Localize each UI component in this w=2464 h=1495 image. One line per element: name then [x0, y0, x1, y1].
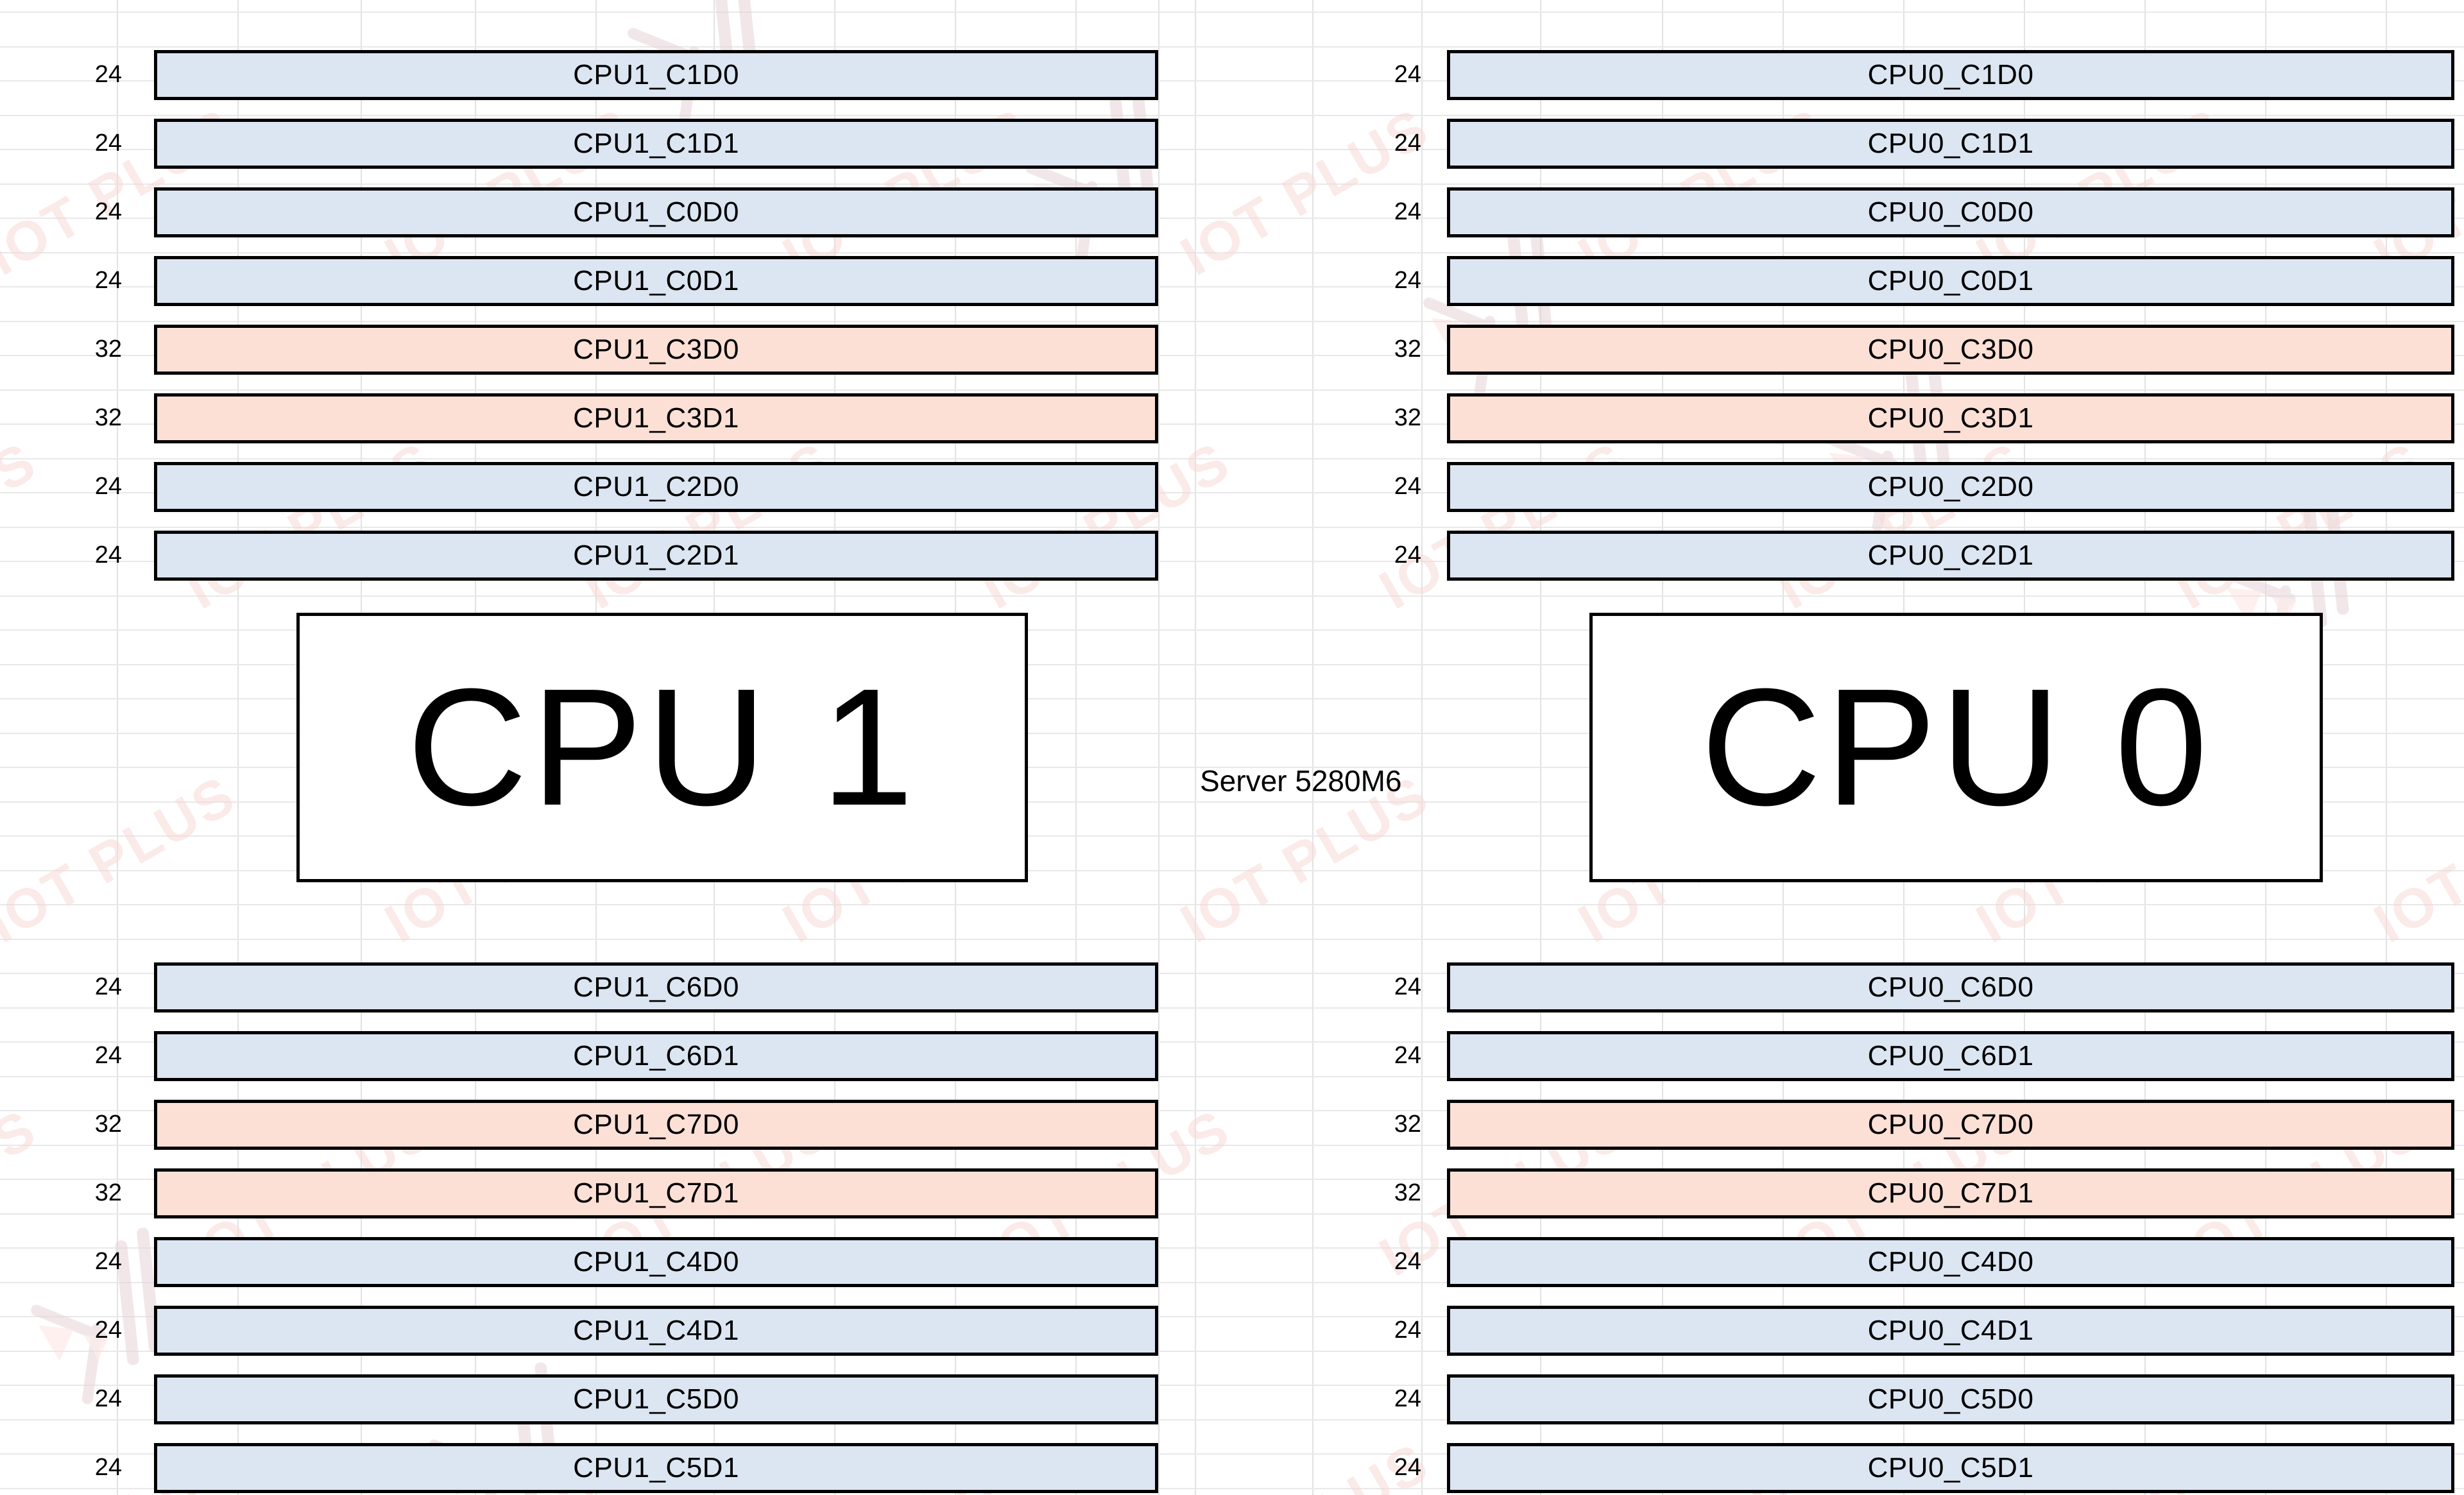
dimm-size-label: 24 — [1394, 973, 1421, 1000]
dimm-size-label: 24 — [94, 130, 122, 157]
dimm-size-label: 24 — [1394, 267, 1421, 294]
dimm-size-label: 24 — [94, 1454, 122, 1481]
dimm-size-label: 24 — [1394, 542, 1421, 568]
dimm-slot[interactable]: CPU0_C5D1 — [1447, 1443, 2454, 1493]
dimm-size-label: 24 — [94, 1042, 122, 1069]
dimm-slot[interactable]: CPU1_C5D0 — [154, 1374, 1158, 1424]
dimm-slot[interactable]: CPU0_C7D0 — [1447, 1100, 2454, 1150]
dimm-slot[interactable]: CPU0_C3D1 — [1447, 393, 2454, 443]
dimm-slot[interactable]: CPU0_C2D0 — [1447, 462, 2454, 512]
cpu1-socket-box[interactable]: CPU 1 — [296, 613, 1028, 882]
dimm-size-label: 24 — [94, 1317, 122, 1344]
dimm-size-label: 24 — [1394, 1248, 1421, 1275]
server-model-label: Server 5280M6 — [1200, 764, 1402, 798]
dimm-slot[interactable]: CPU1_C7D1 — [154, 1168, 1158, 1218]
dimm-size-label: 32 — [1394, 336, 1421, 363]
dimm-slot[interactable]: CPU0_C0D1 — [1447, 256, 2454, 306]
dimm-slot[interactable]: CPU1_C2D0 — [154, 462, 1158, 512]
dimm-size-label: 24 — [1394, 1385, 1421, 1412]
dimm-size-label: 24 — [94, 542, 122, 568]
dimm-size-label: 24 — [1394, 198, 1421, 225]
dimm-size-label: 32 — [94, 336, 122, 363]
dimm-size-label: 24 — [94, 267, 122, 294]
dimm-size-label: 24 — [1394, 473, 1421, 500]
dimm-size-label: 24 — [1394, 61, 1421, 88]
dimm-slot[interactable]: CPU1_C3D1 — [154, 393, 1158, 443]
cpu0-socket-box[interactable]: CPU 0 — [1589, 613, 2323, 882]
dimm-slot[interactable]: CPU1_C0D0 — [154, 187, 1158, 237]
dimm-size-label: 32 — [1394, 1111, 1421, 1138]
dimm-slot[interactable]: CPU0_C1D1 — [1447, 119, 2454, 169]
dimm-slot[interactable]: CPU1_C7D0 — [154, 1100, 1158, 1150]
dimm-size-label: 32 — [1394, 1179, 1421, 1206]
dimm-slot[interactable]: CPU0_C4D0 — [1447, 1237, 2454, 1287]
dimm-slot[interactable]: CPU1_C2D1 — [154, 531, 1158, 581]
dimm-size-label: 32 — [94, 404, 122, 431]
dimm-slot[interactable]: CPU1_C1D0 — [154, 50, 1158, 100]
dimm-slot[interactable]: CPU0_C0D0 — [1447, 187, 2454, 237]
dimm-size-label: 32 — [1394, 404, 1421, 431]
dimm-slot[interactable]: CPU0_C4D1 — [1447, 1306, 2454, 1356]
dimm-size-label: 24 — [94, 973, 122, 1000]
dimm-size-label: 24 — [1394, 1042, 1421, 1069]
dimm-size-label: 24 — [1394, 1454, 1421, 1481]
dimm-slot[interactable]: CPU0_C5D0 — [1447, 1374, 2454, 1424]
dimm-slot[interactable]: CPU1_C6D0 — [154, 962, 1158, 1012]
dimm-slot[interactable]: CPU1_C3D0 — [154, 325, 1158, 375]
dimm-size-label: 24 — [94, 1385, 122, 1412]
dimm-size-label: 24 — [94, 473, 122, 500]
dimm-slot[interactable]: CPU0_C7D1 — [1447, 1168, 2454, 1218]
dimm-slot[interactable]: CPU1_C6D1 — [154, 1031, 1158, 1081]
dimm-slot[interactable]: CPU1_C4D1 — [154, 1306, 1158, 1356]
dimm-size-label: 24 — [1394, 1317, 1421, 1344]
dimm-slot[interactable]: CPU0_C6D0 — [1447, 962, 2454, 1012]
dimm-slot[interactable]: CPU0_C6D1 — [1447, 1031, 2454, 1081]
dimm-size-label: 24 — [94, 1248, 122, 1275]
dimm-size-label: 24 — [94, 198, 122, 225]
dimm-slot[interactable]: CPU1_C0D1 — [154, 256, 1158, 306]
dimm-size-label: 32 — [94, 1111, 122, 1138]
dimm-slot[interactable]: CPU1_C5D1 — [154, 1443, 1158, 1493]
dimm-size-label: 24 — [1394, 130, 1421, 157]
dimm-slot[interactable]: CPU0_C1D0 — [1447, 50, 2454, 100]
dimm-size-label: 24 — [94, 61, 122, 88]
dimm-slot[interactable]: CPU1_C1D1 — [154, 119, 1158, 169]
dimm-size-label: 32 — [94, 1179, 122, 1206]
dimm-slot[interactable]: CPU1_C4D0 — [154, 1237, 1158, 1287]
dimm-slot[interactable]: CPU0_C3D0 — [1447, 325, 2454, 375]
dimm-slot[interactable]: CPU0_C2D1 — [1447, 531, 2454, 581]
